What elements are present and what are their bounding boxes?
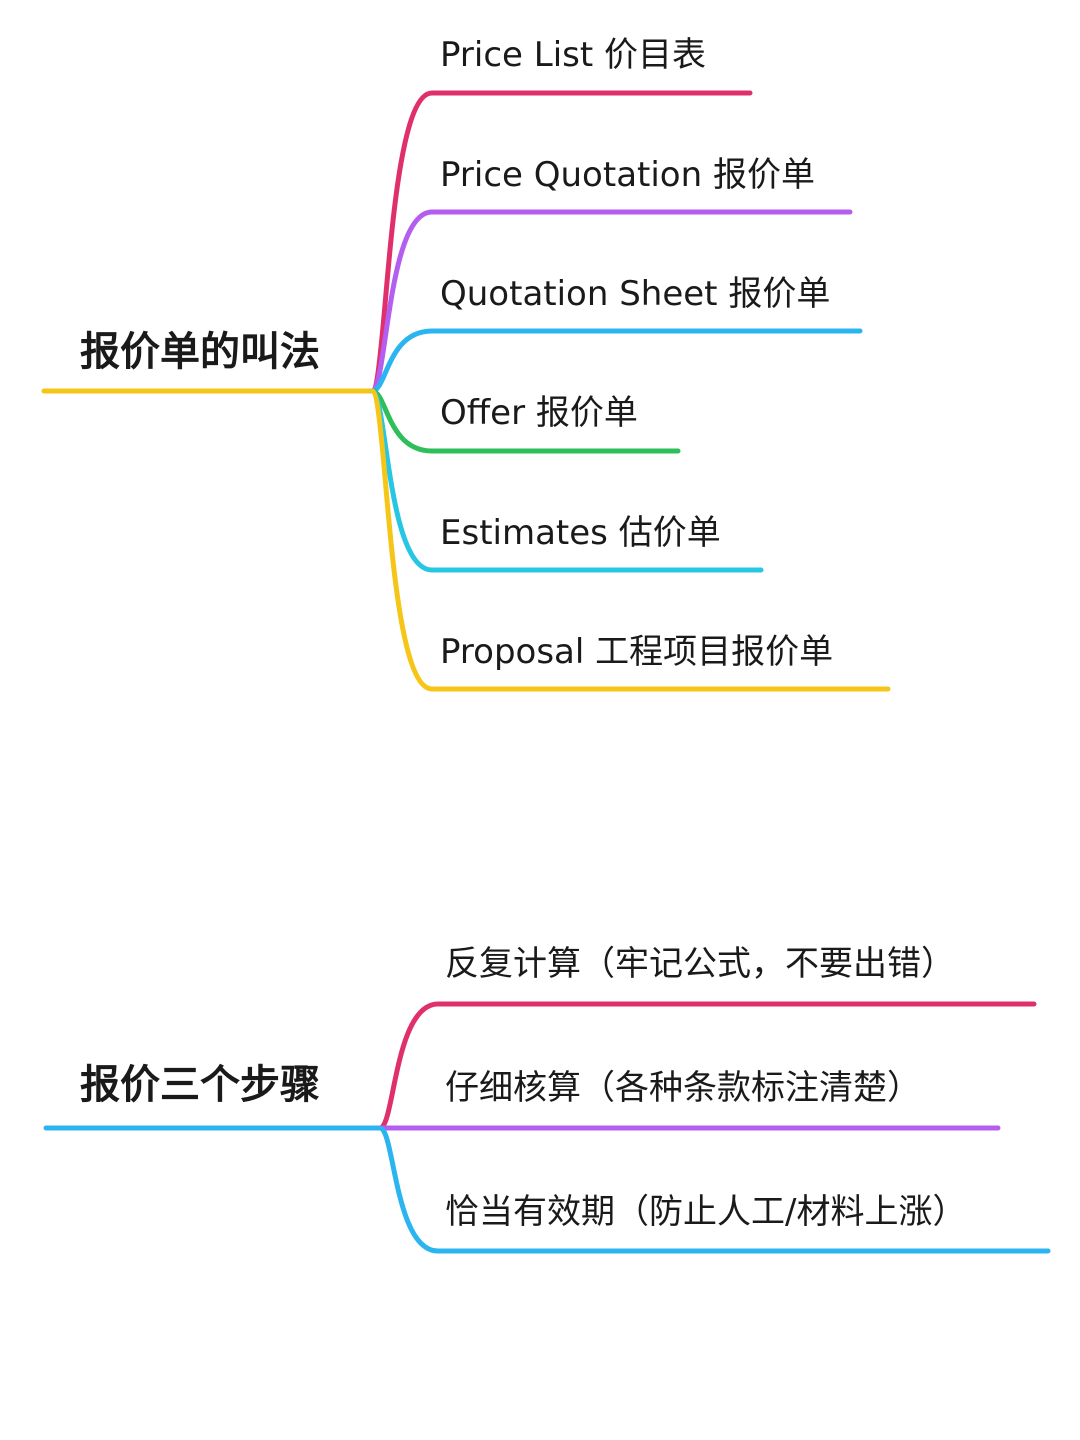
branch-line <box>369 209 853 394</box>
branch-line <box>369 90 753 394</box>
branch-line <box>369 328 863 394</box>
mind-map-2 <box>43 1001 1051 1254</box>
branch-label-step-2: 仔细核算（各种条款标注清楚） <box>445 1068 921 1108</box>
branch-label-price-quotation: Price Quotation 报价单 <box>440 155 815 195</box>
branch-line <box>377 1001 1037 1131</box>
branch-line <box>377 1125 1051 1254</box>
branch-line <box>369 388 891 692</box>
branch-label-step-1: 反复计算（牢记公式，不要出错） <box>445 944 955 984</box>
branch-label-quotation-sheet: Quotation Sheet 报价单 <box>440 274 831 314</box>
branch-label-step-3: 恰当有效期（防止人工/材料上涨） <box>445 1192 967 1232</box>
mind-map-1 <box>41 90 891 692</box>
root-label-naming: 报价单的叫法 <box>80 329 320 375</box>
root-label-steps: 报价三个步骤 <box>80 1062 320 1108</box>
branch-label-price-list: Price List 价目表 <box>440 35 706 75</box>
branch-label-offer: Offer 报价单 <box>440 393 638 433</box>
branch-label-estimates: Estimates 估价单 <box>440 513 721 553</box>
branch-label-proposal: Proposal 工程项目报价单 <box>440 632 834 672</box>
